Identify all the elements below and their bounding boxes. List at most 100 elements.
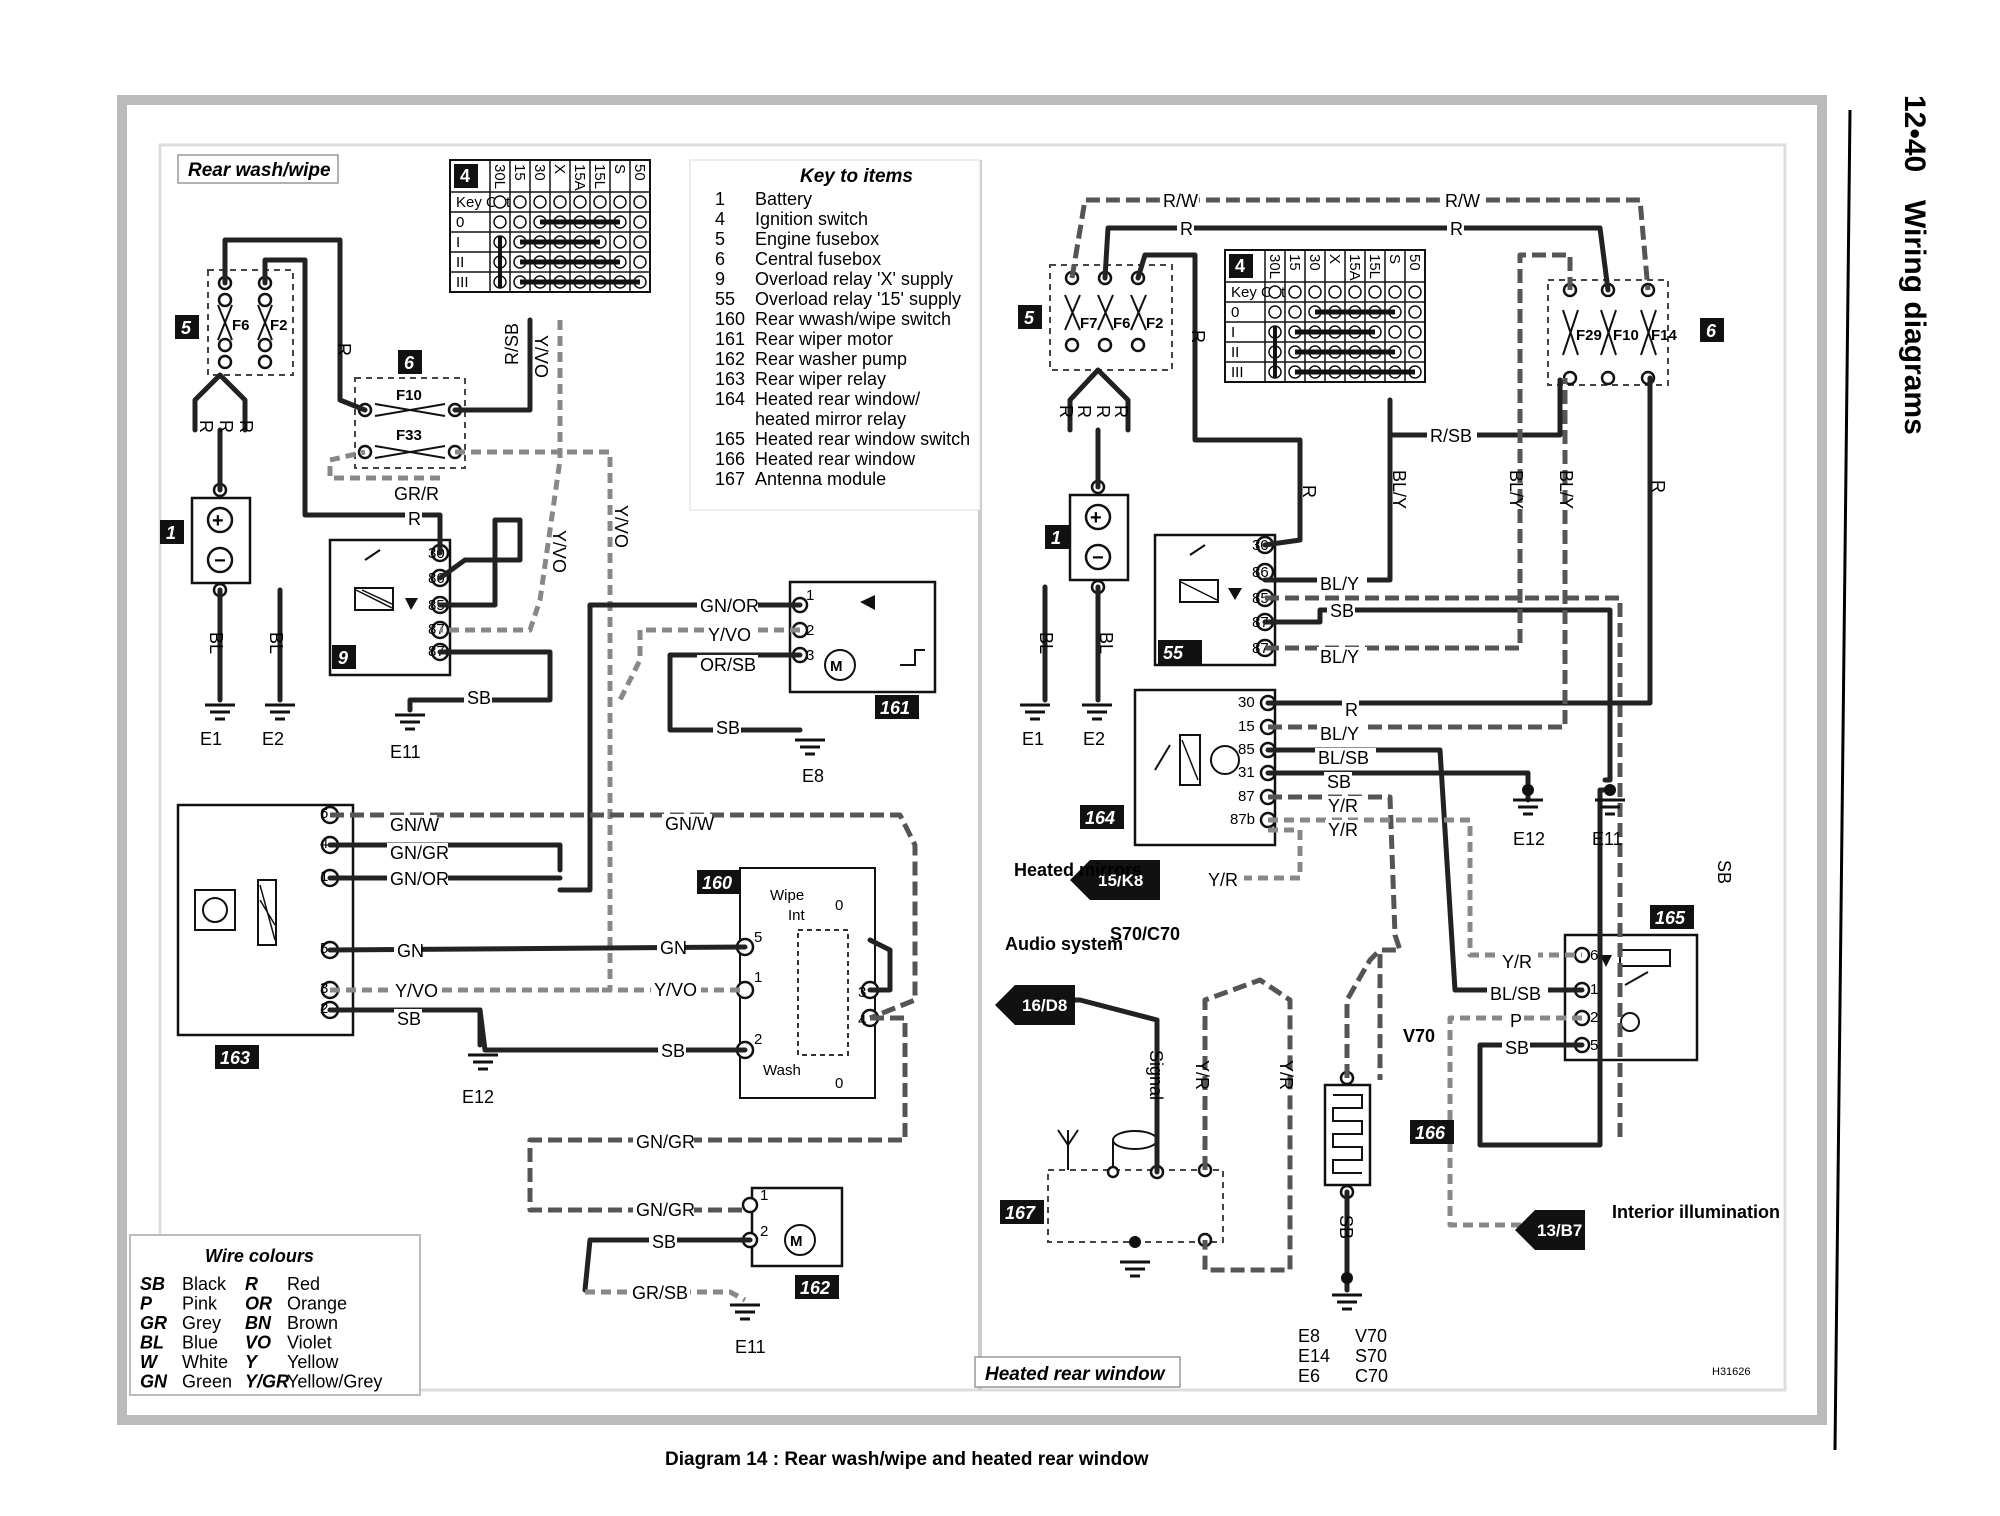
heated-rear-window-element <box>1323 1070 1372 1200</box>
wire-colour-code: BN <box>245 1313 272 1333</box>
component-tag: 4 <box>460 166 470 186</box>
ignition-column-label: 50 <box>631 164 648 181</box>
svg-text:1: 1 <box>760 1187 768 1204</box>
page-number: 12•40 <box>1898 95 1931 172</box>
ground-rear-window <box>1332 1272 1362 1311</box>
wire-colour-label: R <box>196 420 216 433</box>
key-item-label: Engine fusebox <box>755 229 879 249</box>
key-item-number: 9 <box>715 269 725 289</box>
ignition-column-label: 30 <box>1306 254 1323 271</box>
wire-colour-label: SB <box>1714 860 1734 884</box>
svg-text:86: 86 <box>428 570 445 587</box>
wire-colour-name: Violet <box>287 1333 332 1353</box>
component-tag-bg <box>1158 640 1202 664</box>
component-tag: 167 <box>1005 1203 1036 1223</box>
wire-colour-label: Y/VO <box>708 625 751 645</box>
svg-text:F10: F10 <box>1613 327 1639 344</box>
fuse-f10-label: F10 <box>396 387 422 404</box>
svg-text:−: − <box>1092 547 1104 569</box>
key-item-label: Ignition switch <box>755 209 868 229</box>
heated-rear-window-relay: 30 15 85 31 87 87b <box>1133 688 1277 847</box>
ignition-column-label: 15L <box>1366 254 1383 279</box>
wire-colour-label: GN/W <box>665 814 714 834</box>
component-tag-bg <box>215 1045 259 1069</box>
wire-colour-label: R/W <box>1163 191 1198 211</box>
wire-colour-label: BL/Y <box>1320 647 1359 667</box>
svg-text:F14: F14 <box>1651 327 1678 344</box>
left-panel-title: Rear wash/wipe <box>177 154 339 184</box>
component-tag: 55 <box>1163 643 1184 663</box>
svg-text:87: 87 <box>1252 640 1269 657</box>
wire-colour-label: BL <box>266 632 286 654</box>
component-tag: 1 <box>1051 528 1061 548</box>
battery-right: + − <box>1068 479 1130 595</box>
component-tag: 163 <box>220 1048 250 1068</box>
svg-text:M: M <box>790 1233 803 1250</box>
wire-colour-name: Green <box>182 1372 232 1392</box>
svg-text:E2: E2 <box>1083 729 1105 749</box>
wire-colour-label: R <box>334 343 354 356</box>
key-item-label: Rear wiper motor <box>755 329 893 349</box>
page-header: 12•40 Wiring diagrams <box>1898 95 1931 435</box>
svg-text:E8: E8 <box>1298 1326 1320 1346</box>
svg-text:Audio system: Audio system <box>1005 934 1123 954</box>
wire-colour-name: Orange <box>287 1294 347 1314</box>
component-tag-bg <box>875 695 919 719</box>
svg-text:2: 2 <box>754 1031 762 1048</box>
key-item-label: Heated rear window <box>755 449 916 469</box>
drawing-reference: H31626 <box>1712 1366 1751 1378</box>
wire-colour-label: BL/SB <box>1318 748 1369 768</box>
svg-text:15/K8: 15/K8 <box>1098 871 1143 890</box>
key-item-number: 167 <box>715 469 745 489</box>
svg-text:Wash: Wash <box>763 1062 801 1079</box>
svg-text:4: 4 <box>320 835 328 852</box>
wire-colour-label: R <box>1648 480 1668 493</box>
ignition-column-label: S <box>611 164 628 174</box>
key-item-number: 5 <box>715 229 725 249</box>
wire-colour-label: BL <box>1096 632 1116 654</box>
central-fusebox-right: F29 F10 F14 <box>1547 279 1678 386</box>
fuse-f6-label: F6 <box>232 317 250 334</box>
component-tag: 6 <box>1706 321 1717 341</box>
wire-colour-code: GN <box>140 1372 168 1392</box>
wire-colour-label: R <box>1299 485 1319 498</box>
key-item-number: 166 <box>715 449 745 469</box>
wire-colour-name: Black <box>182 1274 227 1294</box>
wire-colour-label: BL <box>1036 632 1056 654</box>
wire-colour-label: Y/VO <box>611 505 631 548</box>
wire-colour-code: Y <box>245 1352 259 1372</box>
key-item-label: heated mirror relay <box>755 409 906 429</box>
section-title: Wiring diagrams <box>1898 200 1931 435</box>
key-item-number: 4 <box>715 209 725 229</box>
splice-v70-label: V70 <box>1403 1026 1435 1046</box>
svg-text:M: M <box>830 658 843 675</box>
svg-text:Rear wash/wipe: Rear wash/wipe <box>188 160 331 181</box>
svg-text:3: 3 <box>320 980 328 997</box>
wire-colour-label: SB <box>1330 601 1354 621</box>
wire-colour-label: SB <box>661 1041 685 1061</box>
key-item-number: 55 <box>715 289 735 309</box>
ground-antenna <box>1120 1260 1150 1278</box>
signal-label: Signal <box>1146 1050 1166 1100</box>
wire-colour-label: R <box>216 420 236 433</box>
svg-text:5: 5 <box>754 929 762 946</box>
component-tag-bg <box>697 870 741 894</box>
wire-colour-code: Y/GR <box>245 1372 289 1392</box>
ignition-column-label: 30L <box>1266 254 1283 279</box>
svg-text:0: 0 <box>835 1075 843 1092</box>
svg-text:E1: E1 <box>1022 729 1044 749</box>
svg-text:1: 1 <box>754 969 762 986</box>
svg-text:E11: E11 <box>735 1337 766 1357</box>
wire-colour-label: R <box>408 509 421 529</box>
svg-text:4: 4 <box>858 1012 866 1029</box>
ignition-row-label: II <box>456 254 464 271</box>
ground-e11-left: E11 <box>390 713 425 762</box>
component-tag: 5 <box>181 318 192 338</box>
ground-e12-left: E12 <box>462 1053 498 1107</box>
wire-colour-label: SB <box>1336 1215 1356 1239</box>
svg-text:15: 15 <box>1238 718 1255 735</box>
svg-text:+: + <box>212 510 224 532</box>
key-item-label: Heated rear window/ <box>755 389 920 409</box>
wire-colour-label: SB <box>1327 772 1351 792</box>
ground-e2-left: E2 <box>262 703 295 749</box>
